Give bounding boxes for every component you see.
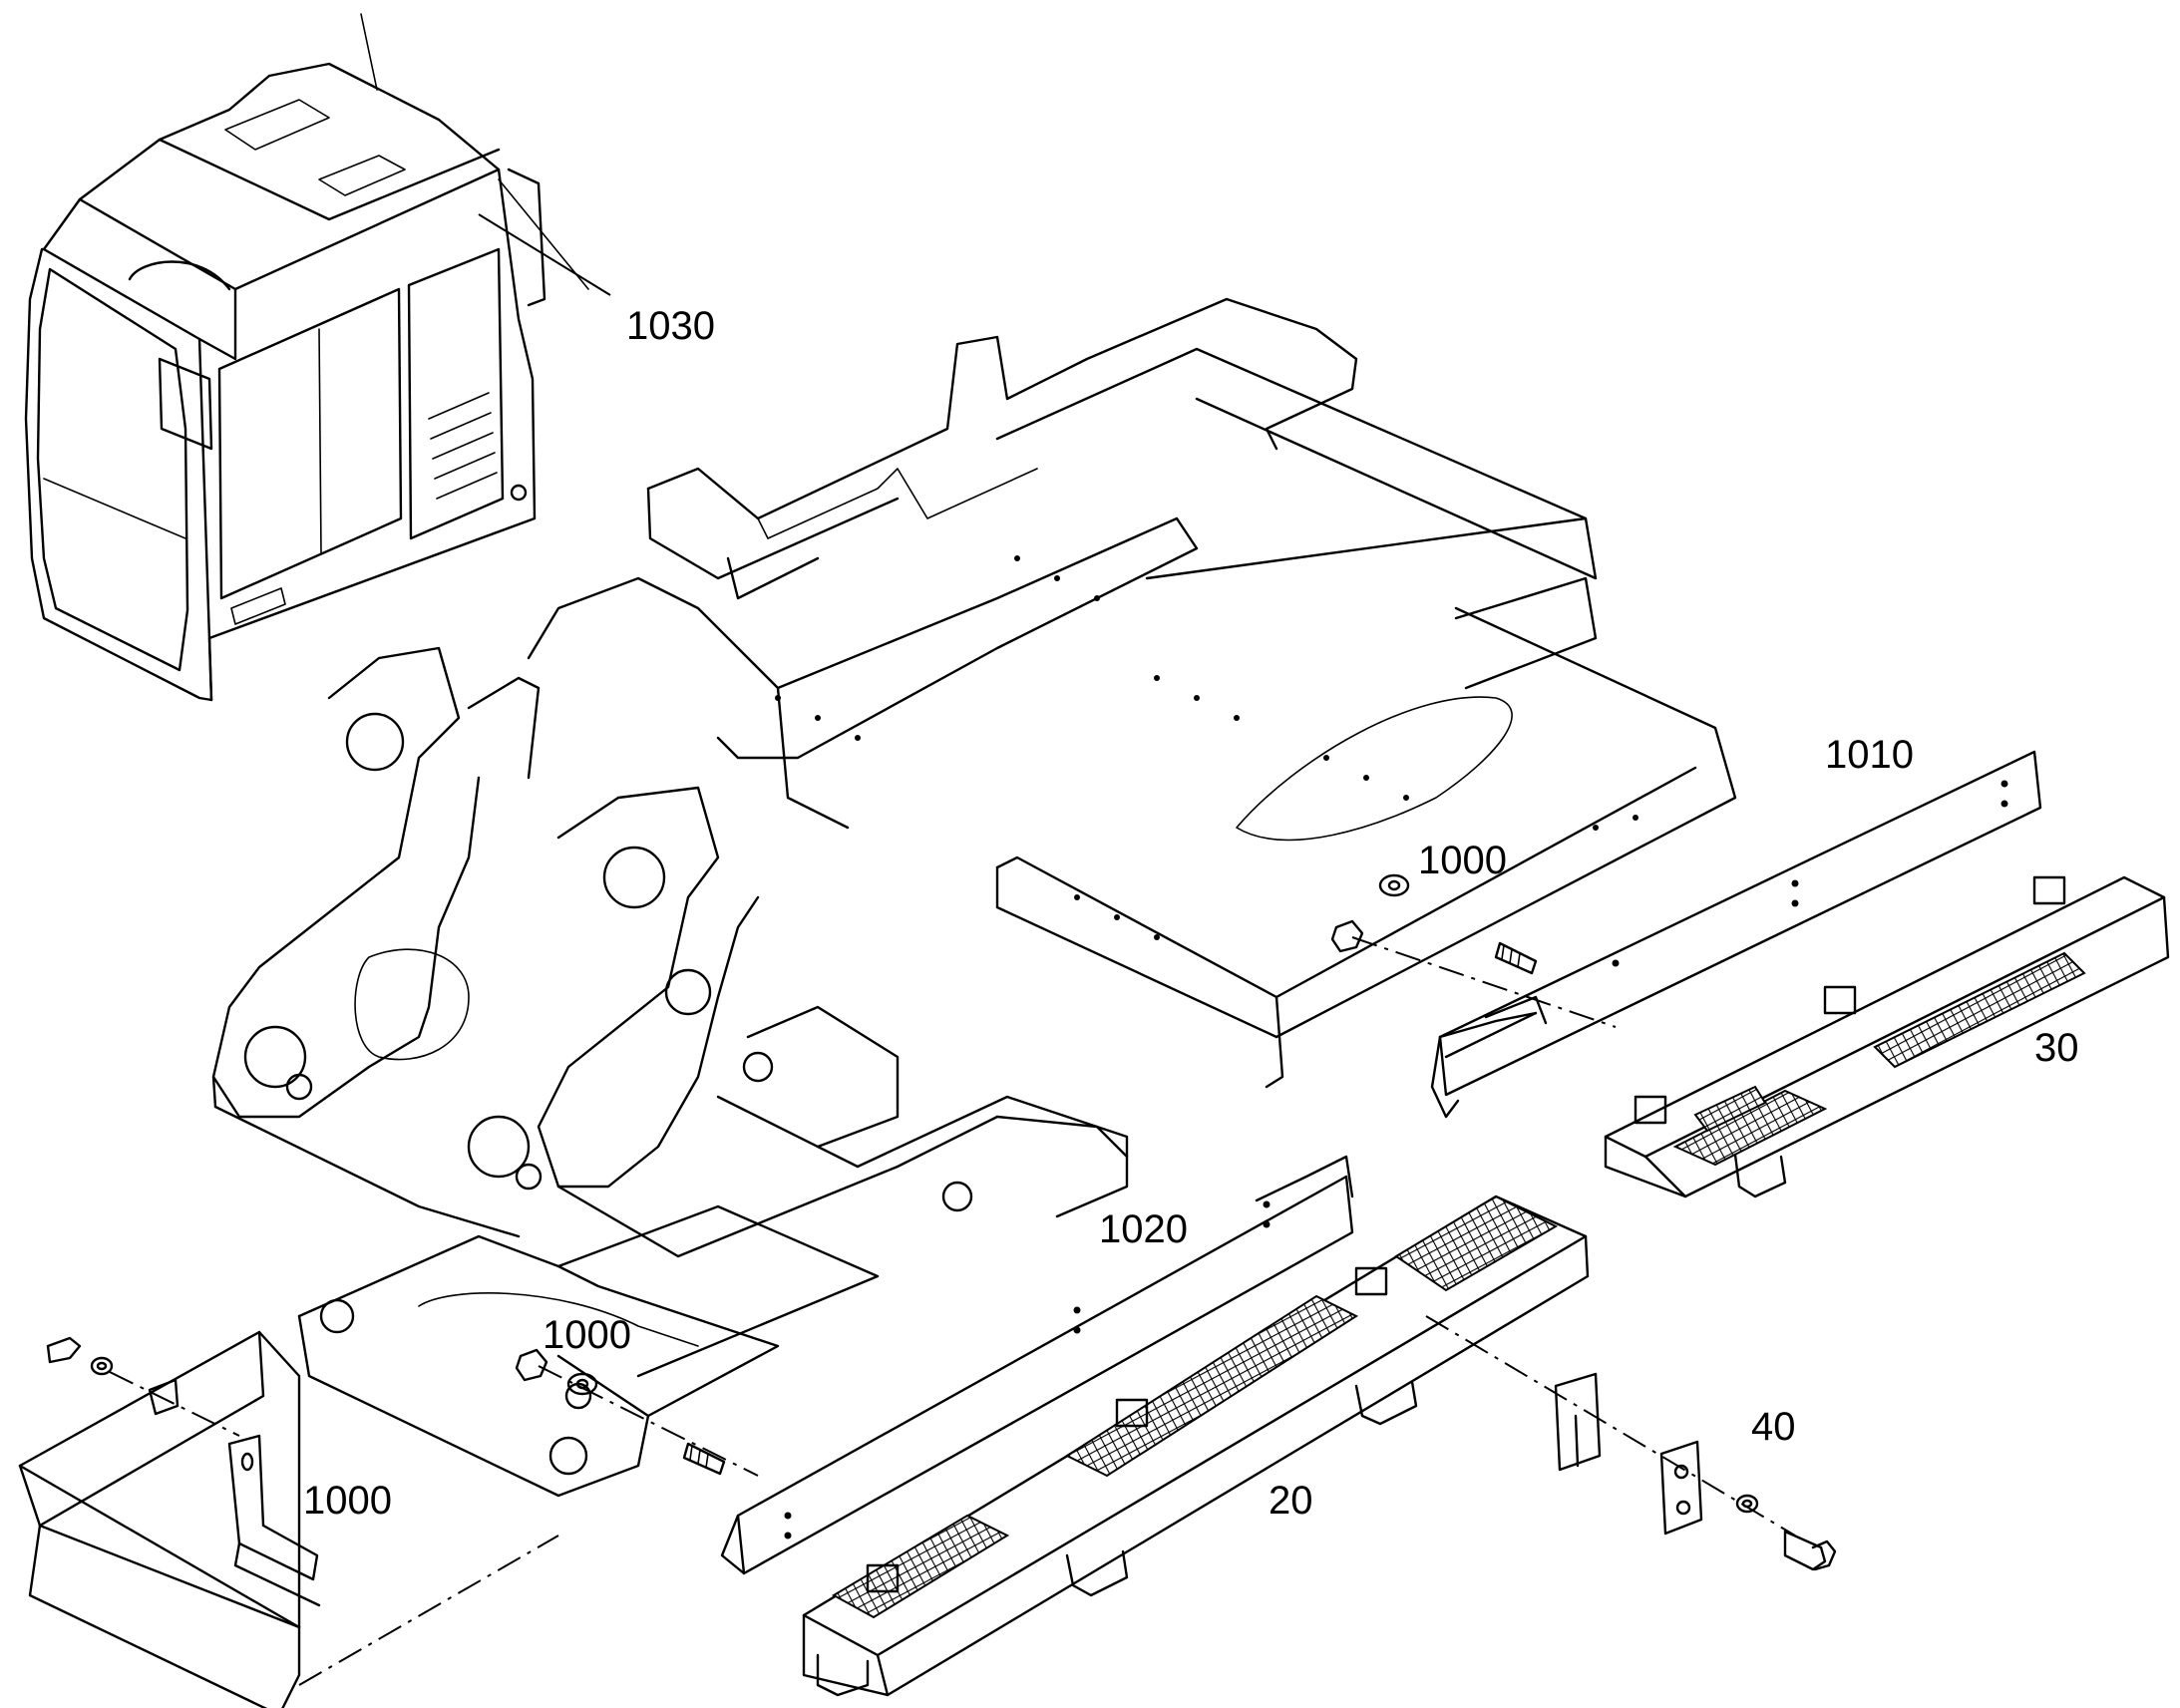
callout-1030: 1030	[626, 304, 715, 348]
callout-1000-lower: 1000	[543, 1313, 631, 1357]
bracket-cover-1000	[18, 1330, 321, 1708]
upper-frame	[211, 297, 1737, 1498]
callout-1000-upper: 1000	[1418, 839, 1507, 882]
axis-upper-fastener	[1351, 936, 1617, 1028]
step-20	[802, 1195, 1590, 1697]
axis-cover-frame	[298, 1535, 559, 1686]
axis-lower-fastener	[538, 1365, 759, 1477]
callout-1000-bracket: 1000	[303, 1479, 392, 1523]
callout-30: 30	[2034, 1026, 2079, 1070]
fastener-1000-lower	[515, 1348, 726, 1476]
callout-20: 20	[1269, 1479, 1313, 1523]
leader-1030	[478, 213, 611, 296]
callout-40: 40	[1751, 1405, 1796, 1449]
step-30	[1604, 875, 2170, 1198]
rail-1020	[720, 1155, 1354, 1575]
fastener-set-40	[1554, 1372, 1837, 1571]
axis-fastener-40	[1425, 1315, 1796, 1537]
axis-bracket	[109, 1371, 240, 1437]
rail-1010	[1430, 750, 2042, 1119]
fastener-1000-upper	[1330, 873, 1538, 975]
callout-1020: 1020	[1099, 1207, 1188, 1251]
operator-cab	[24, 13, 589, 702]
callout-1010: 1010	[1825, 733, 1914, 777]
